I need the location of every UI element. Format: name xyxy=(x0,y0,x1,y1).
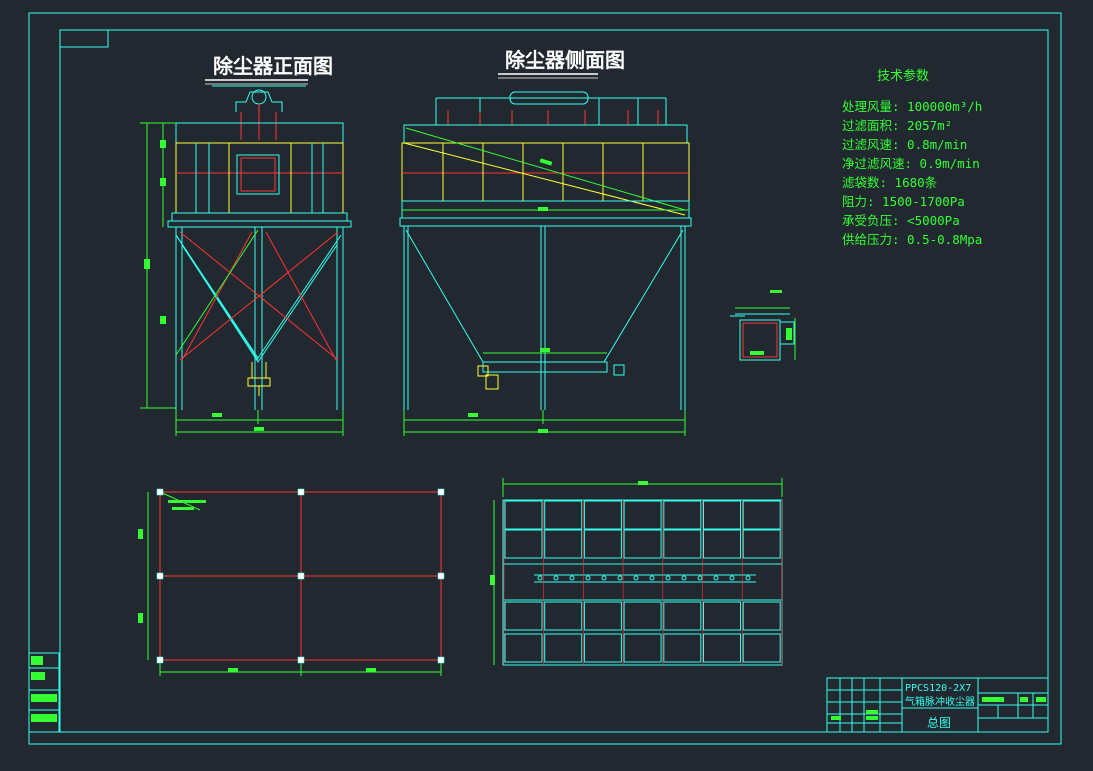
title-block-name: 气箱脉冲收尘器 xyxy=(905,695,975,708)
nozzle-mark xyxy=(553,575,559,581)
bag-cell xyxy=(703,500,741,530)
front-view-drawing xyxy=(140,85,352,436)
bag-cell xyxy=(742,500,781,530)
title-block-model: PPCS120-2X7 xyxy=(905,683,971,694)
side-view-drawing xyxy=(399,91,692,436)
bag-plan-labels xyxy=(490,481,648,585)
bag-cell xyxy=(583,500,622,530)
front-view-title: 除尘器正面图 xyxy=(213,54,333,78)
bag-cells-grid xyxy=(503,500,783,665)
title-block xyxy=(826,677,1049,733)
inner-border xyxy=(59,29,1049,733)
left-revision-strip xyxy=(28,652,60,733)
side-dimension-labels xyxy=(468,158,553,433)
tech-param-row: 过滤风速: 0.8m/min xyxy=(842,137,967,152)
bag-cell xyxy=(703,633,741,663)
outer-border xyxy=(28,12,1062,745)
side-view-title: 除尘器侧面图 xyxy=(505,48,625,72)
nozzle-mark xyxy=(569,575,575,581)
bag-cell xyxy=(623,633,662,663)
tech-params-list: 处理风量: 100000m³/h 过滤面积: 2057m² 过滤风速: 0.8m/m… xyxy=(842,99,982,247)
bag-cell xyxy=(623,529,662,559)
bag-cell xyxy=(742,633,781,663)
foundation-anchors xyxy=(156,488,445,664)
foundation-plan-drawing xyxy=(147,491,442,676)
bag-cell xyxy=(703,529,741,559)
bag-cell xyxy=(663,601,702,631)
bag-cell xyxy=(583,529,622,559)
bag-cell xyxy=(544,529,583,559)
front-dimension-labels xyxy=(144,140,264,431)
bag-cell xyxy=(742,529,781,559)
tech-param-row: 供给压力: 0.5-0.8Mpa xyxy=(842,232,982,247)
nozzle-mark xyxy=(617,575,623,581)
bag-cell xyxy=(544,601,583,631)
tech-param-row: 阻力: 1500-1700Pa xyxy=(842,194,965,209)
nozzle-mark xyxy=(681,575,687,581)
nozzle-mark xyxy=(745,575,751,581)
section-detail-drawing xyxy=(730,290,796,361)
nozzle-mark xyxy=(665,575,671,581)
nozzle-mark xyxy=(729,575,735,581)
nozzle-mark xyxy=(537,575,543,581)
title-block-drawing-name: 总图 xyxy=(927,716,951,730)
bag-cell xyxy=(663,633,702,663)
nozzle-mark xyxy=(585,575,591,581)
bag-cell xyxy=(742,601,781,631)
bag-cell xyxy=(623,500,662,530)
bag-cell xyxy=(583,601,622,631)
tech-param-row: 净过滤风速: 0.9m/min xyxy=(842,156,980,171)
bag-cell xyxy=(544,500,583,530)
bag-cell xyxy=(504,529,543,559)
bag-cell xyxy=(544,633,583,663)
corner-code-box xyxy=(59,29,109,48)
tech-param-row: 承受负压: <5000Pa xyxy=(842,213,960,228)
nozzle-mark xyxy=(713,575,719,581)
bag-cell xyxy=(663,500,702,530)
nozzle-mark xyxy=(649,575,655,581)
bag-cell xyxy=(504,500,543,530)
bag-cell xyxy=(504,601,543,631)
bag-cell xyxy=(663,529,702,559)
tech-param-row: 滤袋数: 1680条 xyxy=(842,175,938,190)
nozzle-mark xyxy=(697,575,703,581)
bag-cell xyxy=(504,633,543,663)
tech-param-row: 过滤面积: 2057m² xyxy=(842,118,952,133)
bag-cell xyxy=(623,601,662,631)
nozzle-mark xyxy=(633,575,639,581)
bag-cell xyxy=(583,633,622,663)
tech-param-row: 处理风量: 100000m³/h xyxy=(842,99,982,114)
bag-layout-plan xyxy=(493,478,783,666)
tech-params-heading: 技术参数 xyxy=(877,68,929,84)
foundation-dimension-labels xyxy=(138,500,376,672)
nozzle-mark xyxy=(601,575,607,581)
bag-cell xyxy=(703,601,741,631)
